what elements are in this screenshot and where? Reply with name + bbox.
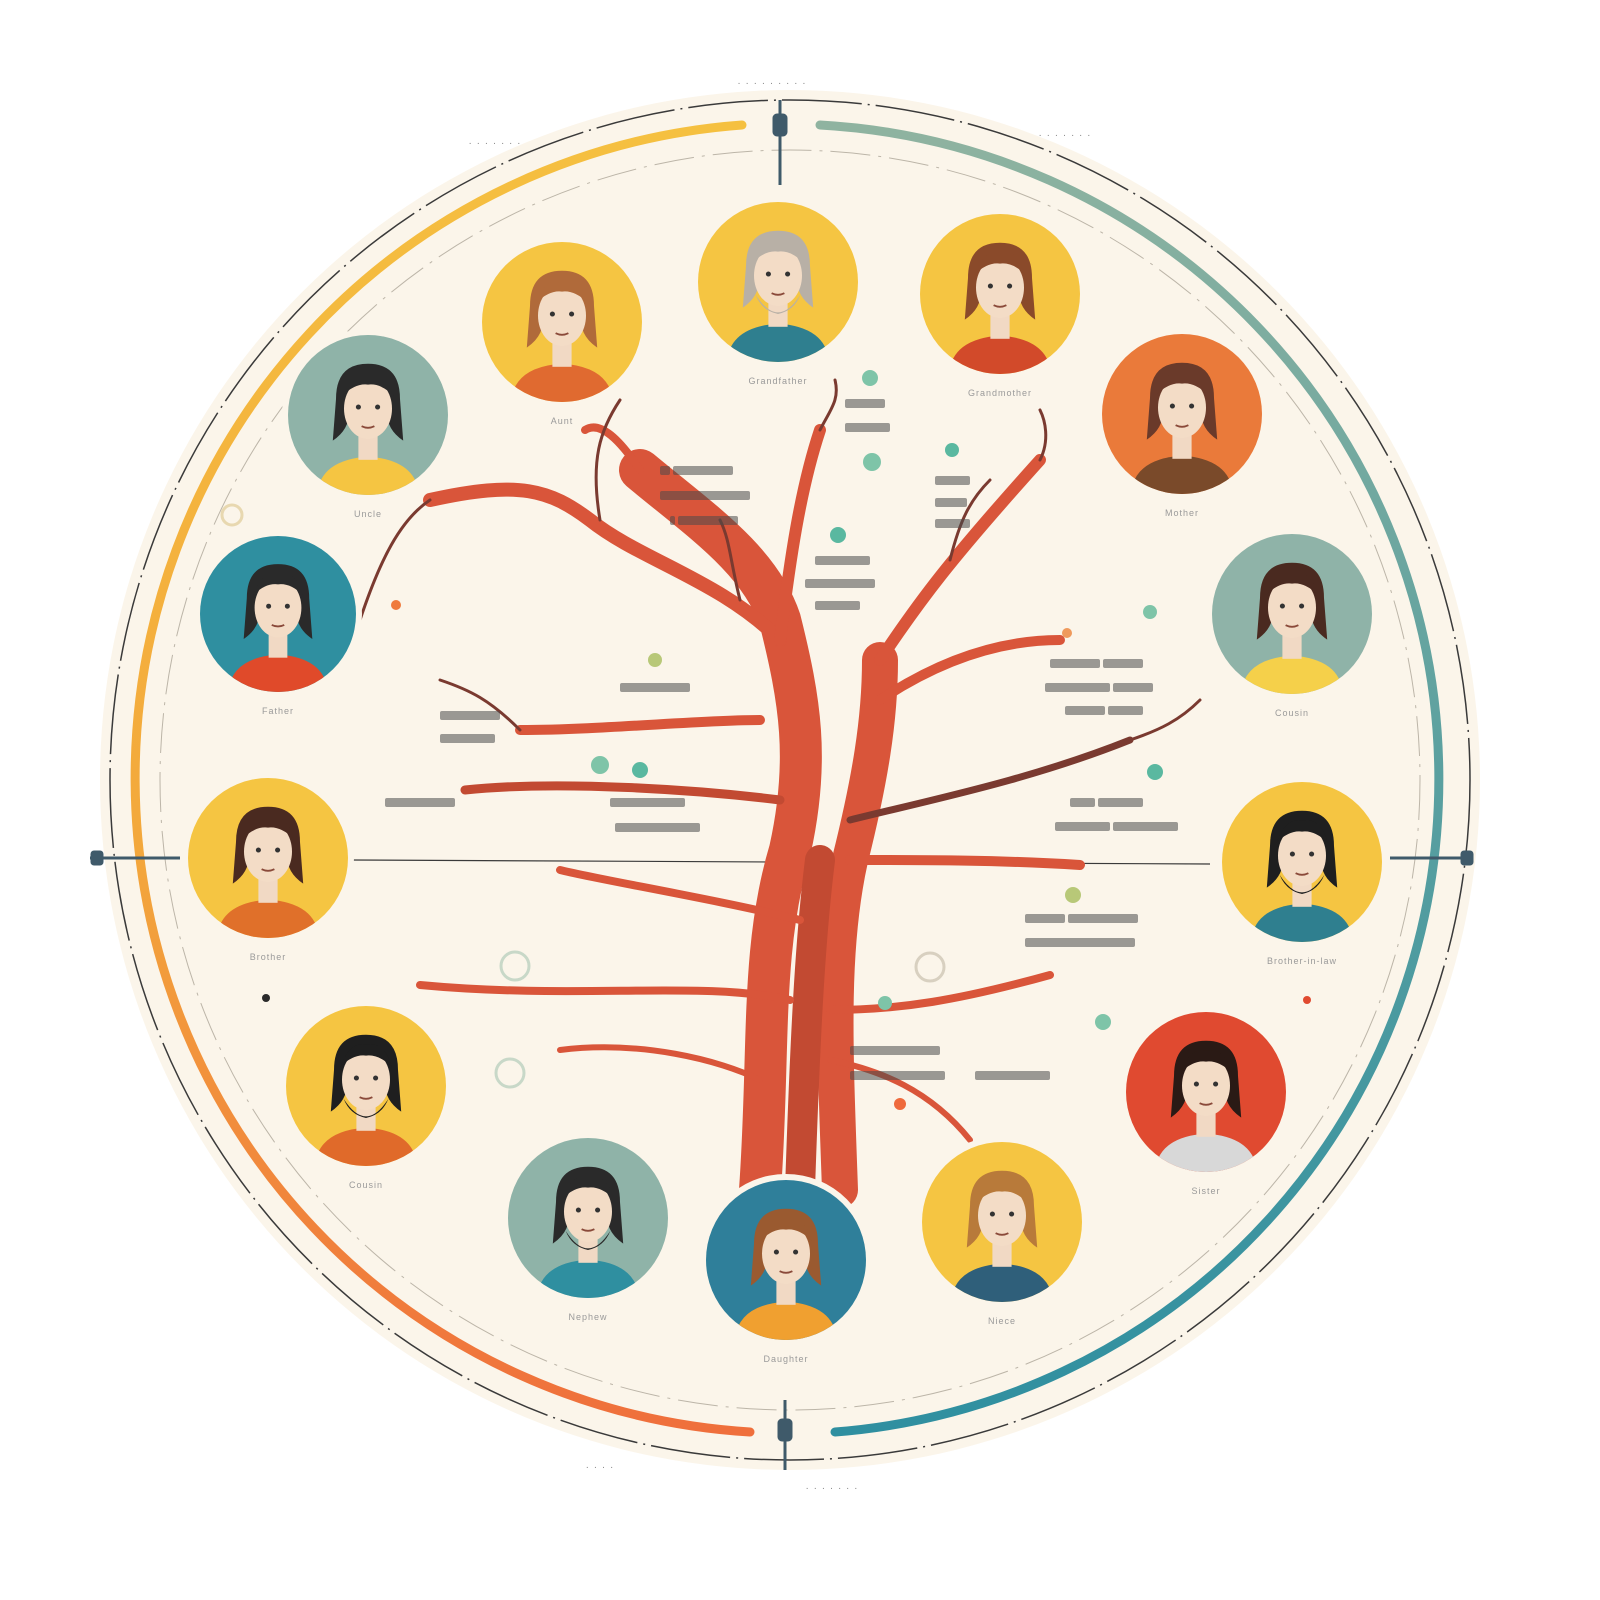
node-label — [850, 1070, 945, 1080]
node-label — [1045, 682, 1153, 692]
node-label — [610, 797, 685, 807]
person-portrait[interactable] — [200, 536, 356, 692]
node-label — [845, 398, 885, 408]
outer-caption: · · · · — [585, 1462, 615, 1473]
node-label — [385, 797, 455, 807]
node-label — [440, 710, 500, 720]
node-label — [975, 1070, 1050, 1080]
node-label — [805, 578, 875, 588]
avatar-icon — [726, 230, 830, 362]
person-portrait[interactable] — [188, 778, 348, 938]
outer-caption: · · · · · · · — [468, 138, 522, 149]
portrait-caption: Mother — [1164, 508, 1200, 518]
avatar-icon — [536, 1166, 640, 1298]
tree — [358, 378, 1202, 1211]
node-label — [850, 1045, 940, 1055]
person-portrait[interactable] — [706, 1180, 866, 1340]
portrait-caption: Cousin — [348, 1180, 384, 1190]
right-ring-arc — [815, 120, 1444, 1437]
avatar-icon — [228, 564, 328, 692]
person-portrait[interactable] — [1212, 534, 1372, 694]
node-label — [660, 465, 733, 475]
portrait-caption: Grandfather — [748, 376, 808, 386]
portrait-caption: Grandmother — [967, 388, 1033, 398]
portrait-caption: Uncle — [353, 509, 383, 519]
avatar-icon — [314, 1034, 418, 1166]
person-portrait[interactable] — [1102, 334, 1262, 494]
person-portrait[interactable] — [698, 202, 858, 362]
outer-caption: · · · · · · · — [805, 1483, 859, 1494]
node-label — [935, 518, 970, 528]
person-portrait[interactable] — [482, 242, 642, 402]
node-label — [815, 555, 870, 565]
avatar-icon — [1250, 810, 1354, 942]
avatar-icon — [1154, 1040, 1258, 1172]
node-label — [670, 515, 738, 525]
avatar-icon — [316, 363, 420, 495]
person-portrait[interactable] — [1126, 1012, 1286, 1172]
portrait-caption: Cousin — [1274, 708, 1310, 718]
avatar-icon — [1130, 362, 1234, 494]
avatar-icon — [950, 1170, 1054, 1302]
person-portrait[interactable] — [288, 335, 448, 495]
node-label — [1065, 705, 1143, 715]
node-label — [935, 497, 967, 507]
avatar-icon — [510, 270, 614, 402]
node-label — [660, 490, 750, 500]
node-label — [935, 475, 970, 485]
person-portrait[interactable] — [286, 1006, 446, 1166]
node-label — [1070, 797, 1143, 807]
portrait-caption: Aunt — [550, 416, 574, 426]
avatar-icon — [216, 806, 320, 938]
node-label — [620, 682, 690, 692]
portrait-caption: Father — [261, 706, 295, 716]
person-portrait[interactable] — [1222, 782, 1382, 942]
portrait-caption: Brother-in-law — [1266, 956, 1338, 966]
node-label — [1025, 913, 1138, 923]
avatar-icon — [1240, 562, 1344, 694]
left-ring-arc — [130, 120, 755, 1437]
node-label — [845, 422, 890, 432]
node-label — [1055, 821, 1178, 831]
node-label — [1025, 937, 1135, 947]
portrait-caption: Sister — [1191, 1186, 1221, 1196]
person-portrait[interactable] — [508, 1138, 668, 1298]
portrait-caption: Nephew — [568, 1312, 608, 1322]
outer-caption: · · · · · · · — [1038, 130, 1092, 141]
person-portrait[interactable] — [920, 214, 1080, 374]
decorative-dots — [220, 370, 1311, 1110]
outer-caption: · · · · · · · · · — [737, 78, 807, 89]
portrait-caption: Brother — [249, 952, 287, 962]
avatar-icon — [948, 242, 1052, 374]
node-label — [815, 600, 860, 610]
node-label — [440, 733, 495, 743]
node-label — [615, 822, 700, 832]
person-portrait[interactable] — [922, 1142, 1082, 1302]
portrait-caption: Niece — [987, 1316, 1017, 1326]
node-label — [1050, 658, 1143, 668]
avatar-icon — [734, 1208, 838, 1340]
portrait-caption: Daughter — [763, 1354, 809, 1364]
